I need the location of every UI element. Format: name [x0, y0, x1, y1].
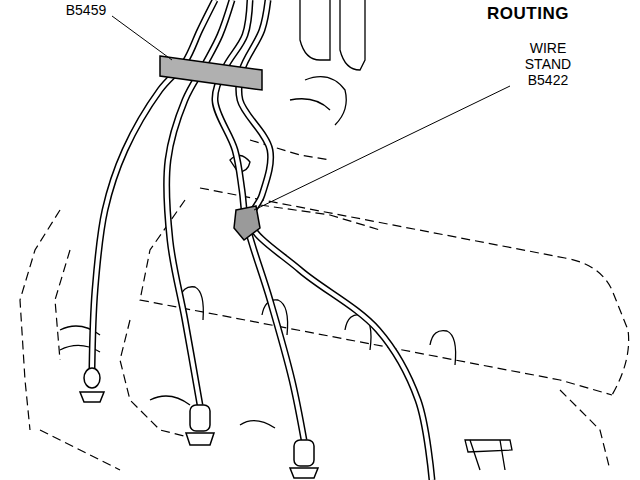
block-outline	[20, 210, 60, 430]
valve-cover-outline	[140, 200, 612, 395]
wire-outline	[92, 0, 215, 368]
port-outline	[430, 331, 456, 365]
wire-core	[239, 0, 432, 480]
plug-base	[290, 468, 318, 478]
spark-plug-wires	[92, 0, 432, 480]
nut-outline	[465, 440, 512, 452]
exhaust-ports	[60, 0, 512, 470]
leader-line	[254, 86, 510, 210]
coil-outline	[340, 0, 365, 70]
hose-outline	[305, 77, 346, 125]
callout-label: WIRE STAND B5422	[512, 40, 584, 88]
wire-stand	[234, 206, 260, 240]
block-outline	[40, 430, 120, 470]
plug-boot	[190, 405, 210, 431]
plug-boots	[80, 368, 318, 478]
coil-outline	[300, 0, 330, 60]
block-outline	[560, 390, 610, 470]
leader-lines	[112, 16, 510, 210]
block-outline	[55, 250, 70, 360]
wire-bracket	[160, 56, 262, 90]
wire-core	[92, 0, 215, 368]
nut-outline	[470, 440, 505, 470]
manifold-line	[150, 396, 275, 428]
plug-boot	[294, 440, 314, 466]
plug-base	[186, 433, 214, 445]
valve-cover-outline	[260, 205, 380, 230]
part-number: B5459	[58, 2, 114, 18]
wire-outline	[239, 0, 432, 480]
leader-line	[112, 16, 172, 60]
plug-boot	[84, 368, 100, 388]
diagram-title: ROUTING	[487, 4, 569, 24]
plug-base	[80, 392, 104, 402]
hose-outline	[290, 99, 330, 110]
intake-outline	[250, 140, 330, 160]
